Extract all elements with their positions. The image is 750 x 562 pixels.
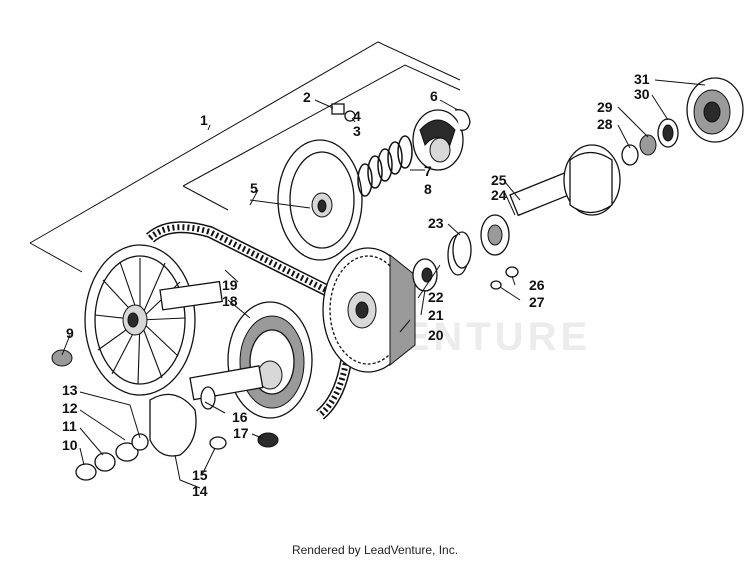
callout-23: 23: [428, 215, 444, 231]
rear-housing: [686, 77, 744, 143]
ring-gear: [322, 247, 416, 373]
small-rings: [621, 118, 679, 166]
leader-lines: [61, 79, 706, 489]
drive-sheave: [84, 244, 223, 396]
assembly-bracket: [29, 41, 461, 273]
callout-11: 11: [62, 418, 77, 434]
callout-labels: 1 2 3 4 5 6 7 8 9 10 11 12 13 14 15 16 1…: [62, 71, 650, 499]
callout-22: 22: [428, 289, 444, 305]
callout-25: 25: [491, 172, 507, 188]
small-hardware: [51, 266, 519, 481]
callout-8: 8: [424, 181, 432, 197]
callout-10: 10: [62, 437, 78, 453]
callout-26: 26: [529, 277, 545, 293]
callout-19: 19: [222, 277, 238, 293]
callout-20: 20: [428, 327, 444, 343]
callout-17: 17: [233, 425, 249, 441]
callout-29: 29: [597, 99, 613, 115]
callout-5: 5: [250, 180, 258, 196]
callout-2: 2: [303, 89, 311, 105]
callout-30: 30: [634, 86, 650, 102]
callout-7: 7: [424, 163, 432, 179]
callout-1: 1: [200, 112, 208, 128]
callout-4: 4: [353, 108, 361, 124]
movable-sheave: [249, 139, 363, 261]
callout-16: 16: [232, 409, 248, 425]
driven-clutch: [189, 301, 313, 419]
callout-24: 24: [491, 187, 507, 203]
bearings-and-rings: [412, 214, 510, 292]
callout-9: 9: [66, 325, 74, 341]
callout-18: 18: [222, 293, 238, 309]
spring-and-cover: [331, 103, 471, 197]
callout-15: 15: [192, 467, 208, 483]
output-shaft-housing: [509, 144, 621, 217]
footer-credit: Rendered by LeadVenture, Inc.: [291, 543, 459, 557]
callout-31: 31: [634, 71, 650, 87]
callout-12: 12: [62, 400, 78, 416]
callout-6: 6: [430, 88, 438, 104]
callout-28: 28: [597, 116, 613, 132]
callout-27: 27: [529, 294, 545, 310]
callout-21: 21: [428, 307, 444, 323]
callout-3: 3: [353, 123, 361, 139]
callout-13: 13: [62, 382, 78, 398]
callout-14: 14: [192, 483, 208, 499]
